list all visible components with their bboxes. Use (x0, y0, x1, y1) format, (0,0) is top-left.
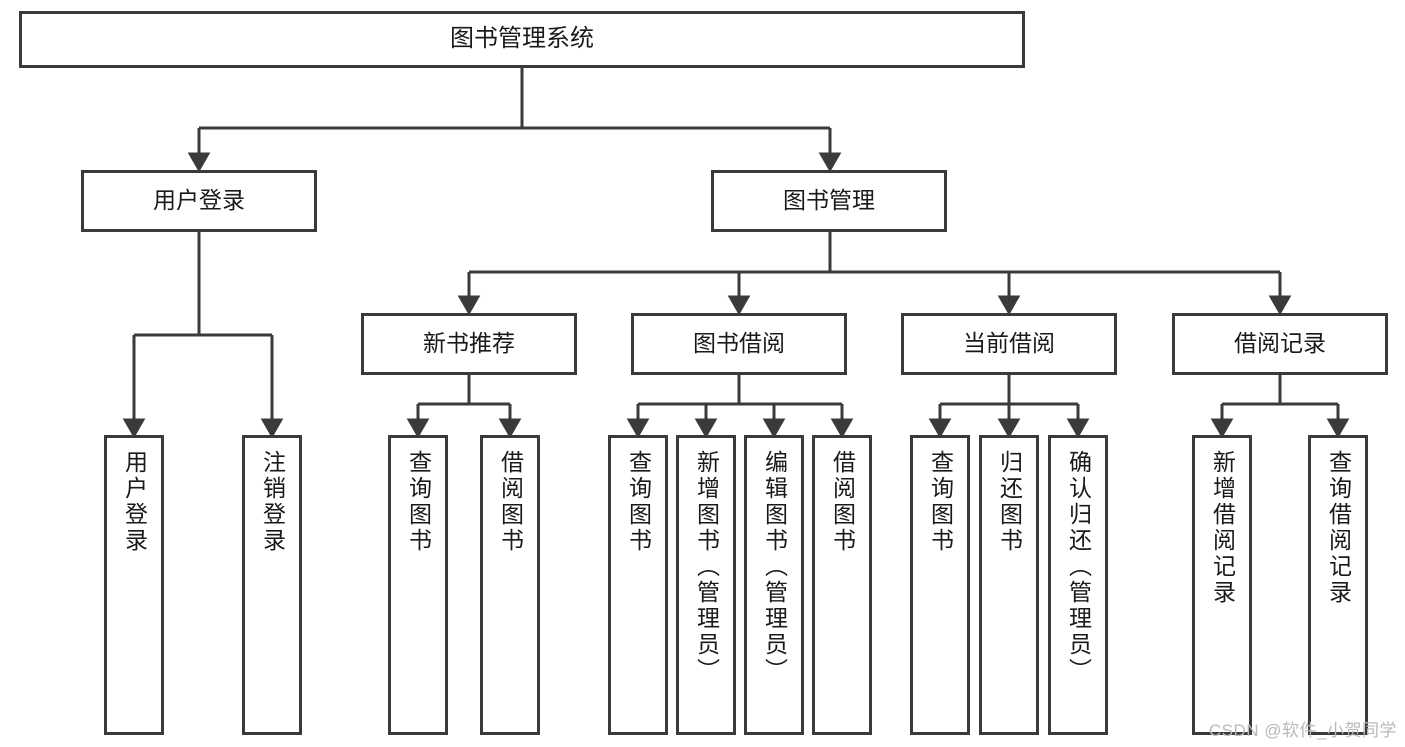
node-label: 查询借阅记录 (1325, 450, 1352, 606)
node-label: 注销登录 (259, 450, 286, 554)
leaf-user-login-login[interactable]: 用户登录 (104, 435, 164, 735)
leaf-borrow-record-query[interactable]: 查询借阅记录 (1308, 435, 1368, 735)
leaf-user-login-logout[interactable]: 注销登录 (242, 435, 302, 735)
node-label: 归还图书 (996, 450, 1023, 554)
node-label: 新增借阅记录 (1209, 450, 1236, 606)
node-label: 当前借阅 (963, 330, 1055, 357)
node-label: 新书推荐 (423, 330, 515, 357)
node-label: 图书管理 (783, 187, 875, 214)
leaf-current-borrow-confirm-return-admin[interactable]: 确认归还（管理员） (1048, 435, 1108, 735)
node-label: 借阅图书 (829, 450, 856, 554)
node-root-book-management-system[interactable]: 图书管理系统 (19, 11, 1025, 68)
node-label: 图书管理系统 (450, 25, 594, 53)
node-label: 借阅图书 (497, 450, 524, 554)
leaf-book-borrow-edit-admin[interactable]: 编辑图书（管理员） (744, 435, 804, 735)
leaf-new-book-borrow[interactable]: 借阅图书 (480, 435, 540, 735)
node-borrow-record[interactable]: 借阅记录 (1172, 313, 1388, 375)
node-label: 查询图书 (927, 450, 954, 554)
node-label: 用户登录 (121, 450, 148, 554)
node-user-login[interactable]: 用户登录 (81, 170, 317, 232)
node-label: 查询图书 (625, 450, 652, 554)
node-current-borrowing[interactable]: 当前借阅 (901, 313, 1117, 375)
node-label: 编辑图书（管理员） (761, 450, 788, 684)
node-book-management[interactable]: 图书管理 (711, 170, 947, 232)
node-label: 新增图书（管理员） (693, 450, 720, 684)
node-book-borrowing[interactable]: 图书借阅 (631, 313, 847, 375)
node-label: 图书借阅 (693, 330, 785, 357)
node-new-book-recommendation[interactable]: 新书推荐 (361, 313, 577, 375)
node-label: 借阅记录 (1234, 330, 1326, 357)
leaf-current-borrow-return[interactable]: 归还图书 (979, 435, 1039, 735)
leaf-book-borrow-borrow[interactable]: 借阅图书 (812, 435, 872, 735)
leaf-borrow-record-add[interactable]: 新增借阅记录 (1192, 435, 1252, 735)
node-label: 确认归还（管理员） (1065, 450, 1092, 684)
leaf-book-borrow-query[interactable]: 查询图书 (608, 435, 668, 735)
node-label: 查询图书 (405, 450, 432, 554)
leaf-book-borrow-add-admin[interactable]: 新增图书（管理员） (676, 435, 736, 735)
leaf-current-borrow-query[interactable]: 查询图书 (910, 435, 970, 735)
leaf-new-book-query[interactable]: 查询图书 (388, 435, 448, 735)
node-label: 用户登录 (153, 187, 245, 214)
